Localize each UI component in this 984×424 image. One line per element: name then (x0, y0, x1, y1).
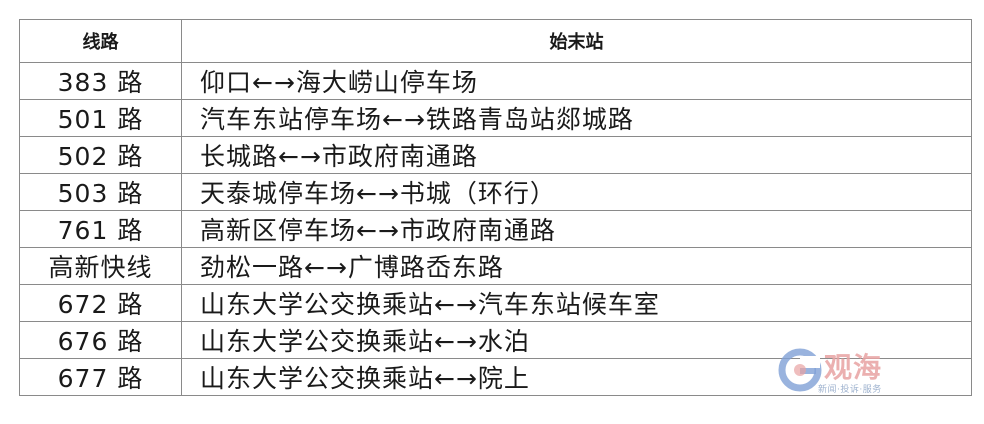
table-row: 高新快线 劲松一路←→广博路岙东路 (19, 247, 972, 285)
table-row: 761 路 高新区停车场←→市政府南通路 (19, 210, 972, 248)
table-row: 677 路 山东大学公交换乘站←→院上 (19, 358, 972, 396)
route-cell: 502 路 (19, 136, 182, 174)
route-cell: 676 路 (19, 321, 182, 359)
terminals-cell: 长城路←→市政府南通路 (181, 136, 972, 174)
terminals-cell: 仰口←→海大崂山停车场 (181, 62, 972, 100)
route-cell: 677 路 (19, 358, 182, 396)
table-row: 383 路 仰口←→海大崂山停车场 (19, 62, 972, 100)
terminals-cell: 山东大学公交换乘站←→汽车东站候车室 (181, 284, 972, 322)
route-cell: 503 路 (19, 173, 182, 211)
terminals-cell: 山东大学公交换乘站←→院上 (181, 358, 972, 396)
g-logo-icon (778, 348, 822, 392)
terminals-cell: 高新区停车场←→市政府南通路 (181, 210, 972, 248)
terminals-cell: 天泰城停车场←→书城（环行） (181, 173, 972, 211)
terminals-cell: 劲松一路←→广博路岙东路 (181, 247, 972, 285)
header-route: 线路 (19, 19, 182, 63)
header-terminals: 始末站 (181, 19, 972, 63)
route-cell: 高新快线 (19, 247, 182, 285)
watermark-name: 观海 (824, 351, 883, 384)
watermark-slogan: 新闻·投诉·服务 (818, 385, 882, 395)
table-row: 676 路 山东大学公交换乘站←→水泊 (19, 321, 972, 359)
table-header-row: 线路 始末站 (19, 19, 972, 63)
table-row: 672 路 山东大学公交换乘站←→汽车东站候车室 (19, 284, 972, 322)
table-row: 502 路 长城路←→市政府南通路 (19, 136, 972, 174)
route-cell: 501 路 (19, 99, 182, 137)
table-row: 501 路 汽车东站停车场←→铁路青岛站郯城路 (19, 99, 972, 137)
guanhai-watermark: 观海 新闻·投诉·服务 (778, 346, 908, 398)
route-cell: 672 路 (19, 284, 182, 322)
terminals-cell: 山东大学公交换乘站←→水泊 (181, 321, 972, 359)
route-cell: 383 路 (19, 62, 182, 100)
bus-route-table: 线路 始末站 383 路 仰口←→海大崂山停车场 501 路 汽车东站停车场←→… (19, 19, 972, 396)
route-cell: 761 路 (19, 210, 182, 248)
table-row: 503 路 天泰城停车场←→书城（环行） (19, 173, 972, 211)
terminals-cell: 汽车东站停车场←→铁路青岛站郯城路 (181, 99, 972, 137)
